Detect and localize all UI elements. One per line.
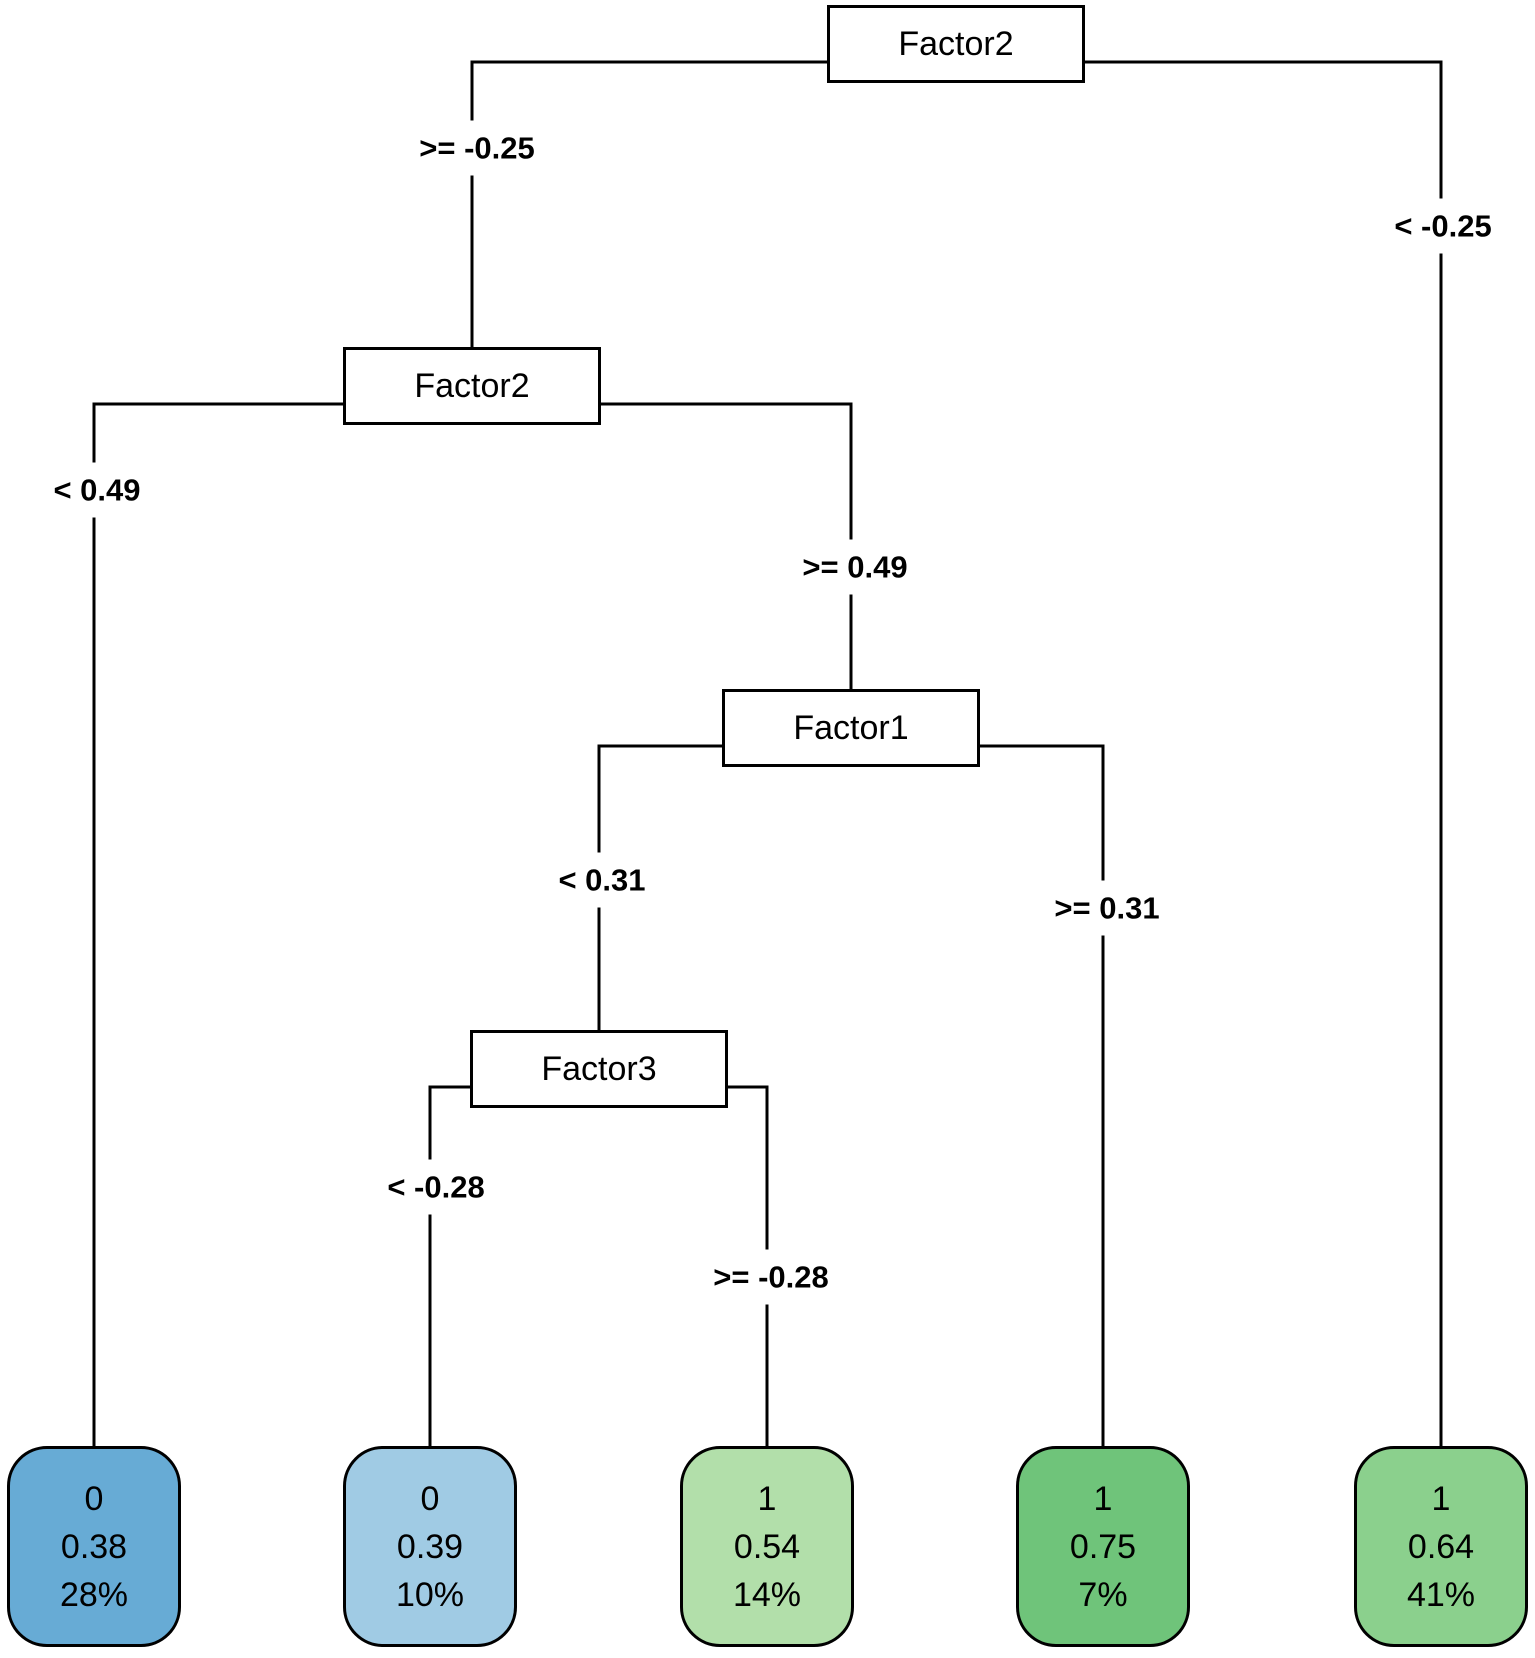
branch-line-node-3-to-leaf-2 [728,1085,769,1448]
branch-line-node-2-to-node-3 [597,744,722,1033]
leaf-class-value: 1 [1431,1479,1451,1518]
decision-node-factor2-root: Factor2 [827,5,1085,83]
branch-line-node-1-to-leaf-0 [92,402,343,1448]
split-condition-label: >= 0.31 [1046,880,1168,936]
leaf-percentage-value: 7% [1078,1575,1128,1614]
leaf-node: 1 0.54 14% [680,1446,854,1647]
split-condition-label: >= -0.28 [705,1249,837,1305]
decision-node-label: Factor2 [414,366,530,405]
split-condition-label: < 0.31 [550,852,654,908]
split-condition-label: < -0.28 [379,1159,493,1215]
branch-line-node-2-to-leaf-3 [980,744,1105,1448]
leaf-percentage-value: 28% [59,1575,129,1614]
decision-node-label: Factor1 [793,708,909,747]
branch-line-node-0-to-leaf-4 [1085,60,1443,1448]
leaf-percentage-value: 41% [1406,1575,1476,1614]
leaf-node: 1 0.75 7% [1016,1446,1190,1647]
leaf-percentage-value: 10% [395,1575,465,1614]
leaf-probability-value: 0.54 [733,1527,801,1566]
leaf-node: 1 0.64 41% [1354,1446,1528,1647]
leaf-probability-value: 0.38 [60,1527,128,1566]
leaf-node: 0 0.39 10% [343,1446,517,1647]
branch-line-node-1-to-node-2 [601,402,853,692]
leaf-probability-value: 0.39 [396,1527,464,1566]
decision-node-factor1: Factor1 [722,689,980,767]
decision-node-label: Factor2 [898,24,1014,63]
decision-node-factor2-level2: Factor2 [343,347,601,425]
split-condition-label: < 0.49 [45,462,149,518]
leaf-probability-value: 0.64 [1407,1527,1475,1566]
decision-node-label: Factor3 [541,1049,657,1088]
leaf-class-value: 0 [84,1479,104,1518]
leaf-node: 0 0.38 28% [7,1446,181,1647]
split-condition-label: < -0.25 [1386,198,1500,254]
leaf-class-value: 1 [757,1479,777,1518]
branch-line-node-0-to-node-1 [470,60,827,350]
leaf-probability-value: 0.75 [1069,1527,1137,1566]
split-condition-label: >= -0.25 [411,120,543,176]
split-condition-label: >= 0.49 [794,539,916,595]
leaf-class-value: 1 [1093,1479,1113,1518]
decision-node-factor3: Factor3 [470,1030,728,1108]
leaf-class-value: 0 [420,1479,440,1518]
branch-line-node-3-to-leaf-1 [428,1085,470,1448]
leaf-percentage-value: 14% [732,1575,802,1614]
